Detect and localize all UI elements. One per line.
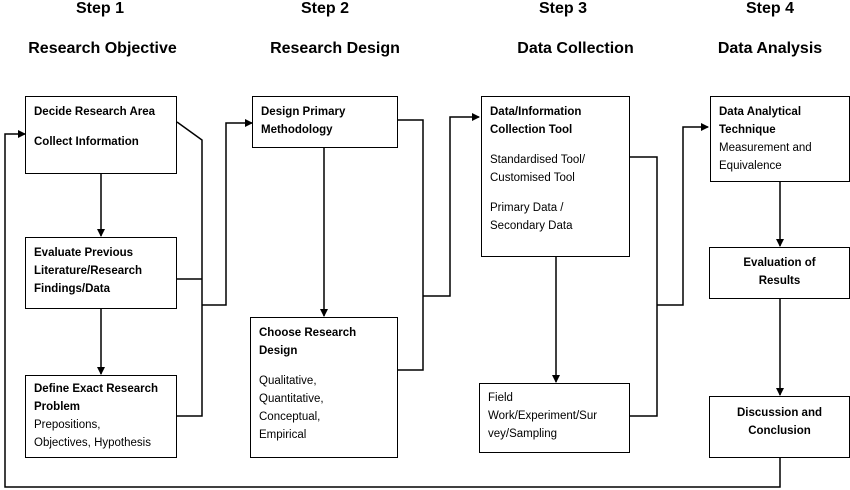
analytical-technique-title: Data Analytical Technique <box>719 106 802 136</box>
bracket-step2-to-step3 <box>398 119 424 371</box>
step-2-label: Step 2 <box>300 0 349 17</box>
discussion-conclusion-box: Discussion and Conclusion <box>709 396 850 458</box>
decide-research-area-text: Decide Research Area <box>34 106 156 118</box>
analytical-technique-box: Data Analytical Technique Measurement an… <box>710 96 850 182</box>
discussion-conclusion-text: Discussion and Conclusion <box>737 407 822 437</box>
choose-research-design-title: Choose Research Design <box>259 327 357 357</box>
step-4-label: Step 4 <box>745 0 794 17</box>
define-problem-box: Define Exact Research Problem Prepositio… <box>25 375 177 458</box>
feedback-loop-arrow <box>4 130 781 488</box>
define-problem-title: Define Exact Research Problem <box>34 383 159 413</box>
field-work-box: Field Work/Experiment/Sur vey/Sampling <box>479 383 630 453</box>
evaluation-results-box: Evaluation of Results <box>709 247 850 299</box>
collection-tool-body-2: Primary Data / Secondary Data <box>490 202 573 232</box>
bracket-step3-to-step4 <box>630 156 658 417</box>
analytical-technique-body: Measurement and Equivalence <box>719 142 812 172</box>
collection-tool-body-1: Standardised Tool/ Customised Tool <box>490 154 586 184</box>
bracket-step1-to-step2 <box>176 121 203 417</box>
step-2-title: Research Design <box>270 40 400 57</box>
evaluate-literature-text: Evaluate Previous Literature/Research Fi… <box>34 247 143 295</box>
collection-tool-title: Data/Information Collection Tool <box>490 106 582 136</box>
step-4-title: Data Analysis <box>717 40 823 57</box>
decide-research-area-box: Decide Research Area Collect Information <box>25 96 177 174</box>
design-methodology-box: Design Primary Methodology <box>252 96 398 148</box>
step-3-label: Step 3 <box>538 0 587 17</box>
choose-research-design-body: Qualitative, Quantitative, Conceptual, E… <box>259 375 324 441</box>
design-methodology-text: Design Primary Methodology <box>261 106 346 136</box>
collection-tool-box: Data/Information Collection Tool Standar… <box>481 96 630 257</box>
choose-research-design-box: Choose Research Design Qualitative, Quan… <box>250 317 398 458</box>
field-work-text: Field Work/Experiment/Sur vey/Sampling <box>488 392 598 440</box>
evaluate-literature-box: Evaluate Previous Literature/Research Fi… <box>25 237 177 309</box>
step-1-label: Step 1 <box>75 0 124 17</box>
step-1-title: Research Objective <box>28 40 177 57</box>
step-3-title: Data Collection <box>517 40 634 57</box>
collect-information-text: Collect Information <box>34 136 139 148</box>
evaluation-results-text: Evaluation of Results <box>743 257 816 287</box>
define-problem-body: Prepositions, Objectives, Hypothesis <box>34 419 151 449</box>
